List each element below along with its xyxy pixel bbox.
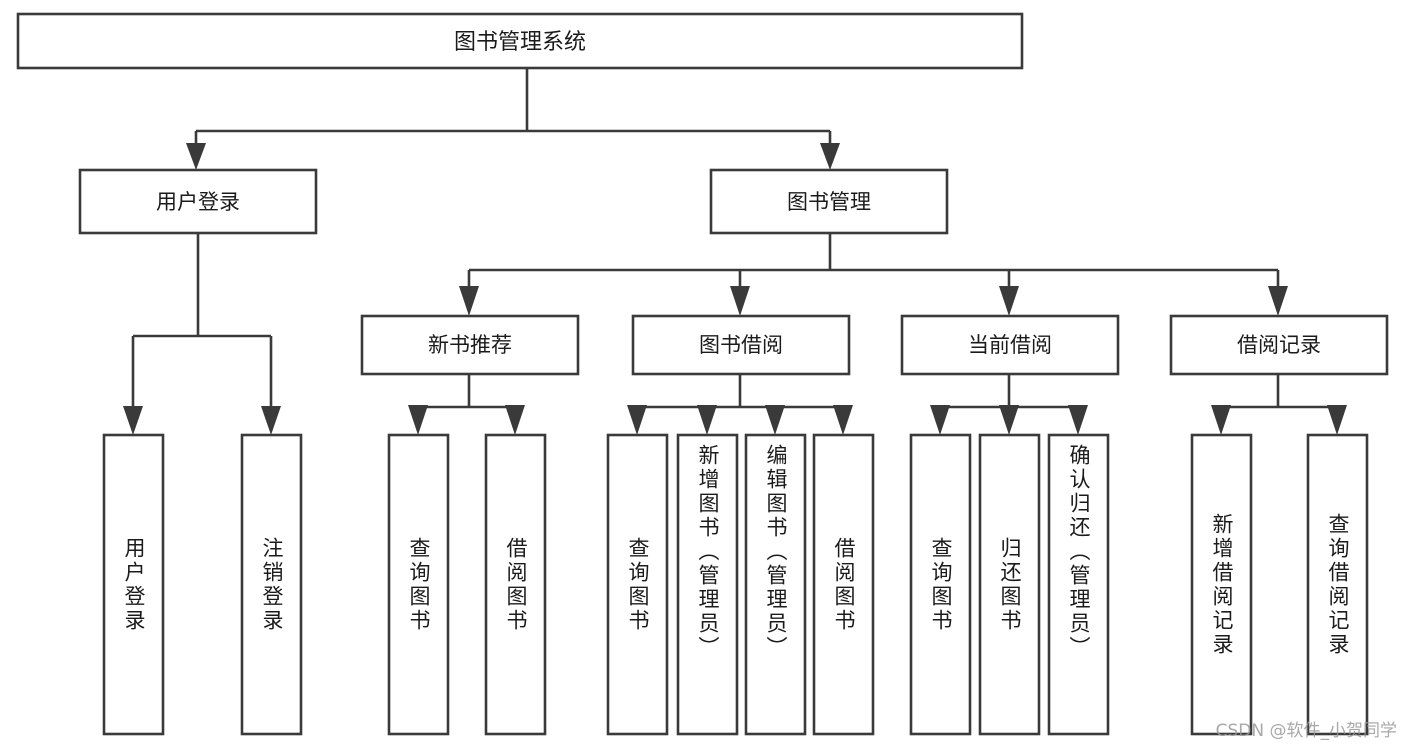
- arrow-head-leaf-borrow-record-1: [1211, 405, 1231, 435]
- node-box-leaf-logout[interactable]: [240, 433, 303, 736]
- node-label-book-borrow: 图书借阅: [699, 333, 783, 357]
- connector-group-root-to-level2: [186, 68, 840, 170]
- node-label-current-borrow: 当前借阅: [968, 333, 1052, 357]
- arrow-head-new-book: [459, 286, 479, 316]
- arrow-head-leaf-user-login-2: [261, 406, 281, 435]
- node-box-leaf-query-book-3[interactable]: [909, 433, 972, 736]
- node-label-book-manage: 图书管理: [787, 190, 871, 214]
- node-box-leaf-query-record[interactable]: [1306, 433, 1369, 736]
- node-box-leaf-borrow-book-1[interactable]: [484, 433, 547, 736]
- connector-group-book-manage-to-level3: [459, 233, 1288, 316]
- connector-group-book-borrow-leaves: [627, 374, 853, 435]
- arrow-head-leaf-book-borrow-2: [697, 405, 717, 435]
- node-label-root: 图书管理系统: [454, 30, 586, 55]
- node-label-user-login: 用户登录: [156, 190, 240, 214]
- node-box-current-borrow[interactable]: [900, 314, 1120, 376]
- node-box-leaf-user-login[interactable]: [102, 433, 165, 736]
- node-box-book-borrow[interactable]: [631, 314, 851, 376]
- arrow-head-leaf-borrow-record-2: [1327, 405, 1347, 435]
- arrow-head-borrow-record: [1268, 286, 1288, 316]
- arrow-head-book-manage: [820, 143, 840, 170]
- arrow-head-current-borrow: [999, 286, 1019, 316]
- arrow-head-leaf-new-book-1: [408, 405, 428, 435]
- node-box-leaf-borrow-book-2[interactable]: [812, 433, 875, 736]
- node-box-user-login[interactable]: [78, 168, 318, 235]
- arrow-head-leaf-current-borrow-3: [1068, 405, 1088, 435]
- node-box-root[interactable]: [16, 12, 1024, 70]
- node-box-book-manage[interactable]: [709, 168, 949, 235]
- node-box-leaf-query-book-2[interactable]: [606, 433, 669, 736]
- node-label-new-book-recommend: 新书推荐: [428, 333, 512, 357]
- arrow-head-book-borrow: [730, 286, 750, 316]
- node-box-leaf-return-book[interactable]: [978, 433, 1041, 736]
- node-box-leaf-edit-book[interactable]: [744, 433, 807, 736]
- node-label-borrow-record: 借阅记录: [1237, 333, 1321, 357]
- arrow-head-user-login: [186, 143, 206, 170]
- node-box-borrow-record[interactable]: [1169, 314, 1389, 376]
- arrow-head-leaf-book-borrow-1: [627, 405, 647, 435]
- node-box-leaf-add-record[interactable]: [1190, 433, 1253, 736]
- node-box-leaf-add-book[interactable]: [676, 433, 739, 736]
- node-box-new-book-recommend[interactable]: [360, 314, 580, 376]
- connector-group-user-login-leaves: [123, 233, 281, 435]
- arrow-head-leaf-current-borrow-2: [999, 405, 1019, 435]
- arrow-head-leaf-book-borrow-4: [833, 405, 853, 435]
- node-box-leaf-confirm-return[interactable]: [1047, 433, 1110, 736]
- node-box-leaf-query-book-1[interactable]: [387, 433, 450, 736]
- connector-group-new-book-leaves: [408, 374, 525, 435]
- connector-group-current-borrow-leaves: [930, 374, 1088, 435]
- arrow-head-leaf-new-book-2: [505, 405, 525, 435]
- arrow-head-leaf-current-borrow-1: [930, 405, 950, 435]
- arrow-head-leaf-book-borrow-3: [765, 405, 785, 435]
- connector-group-borrow-record-leaves: [1211, 374, 1347, 435]
- arrow-head-leaf-user-login-1: [123, 406, 143, 435]
